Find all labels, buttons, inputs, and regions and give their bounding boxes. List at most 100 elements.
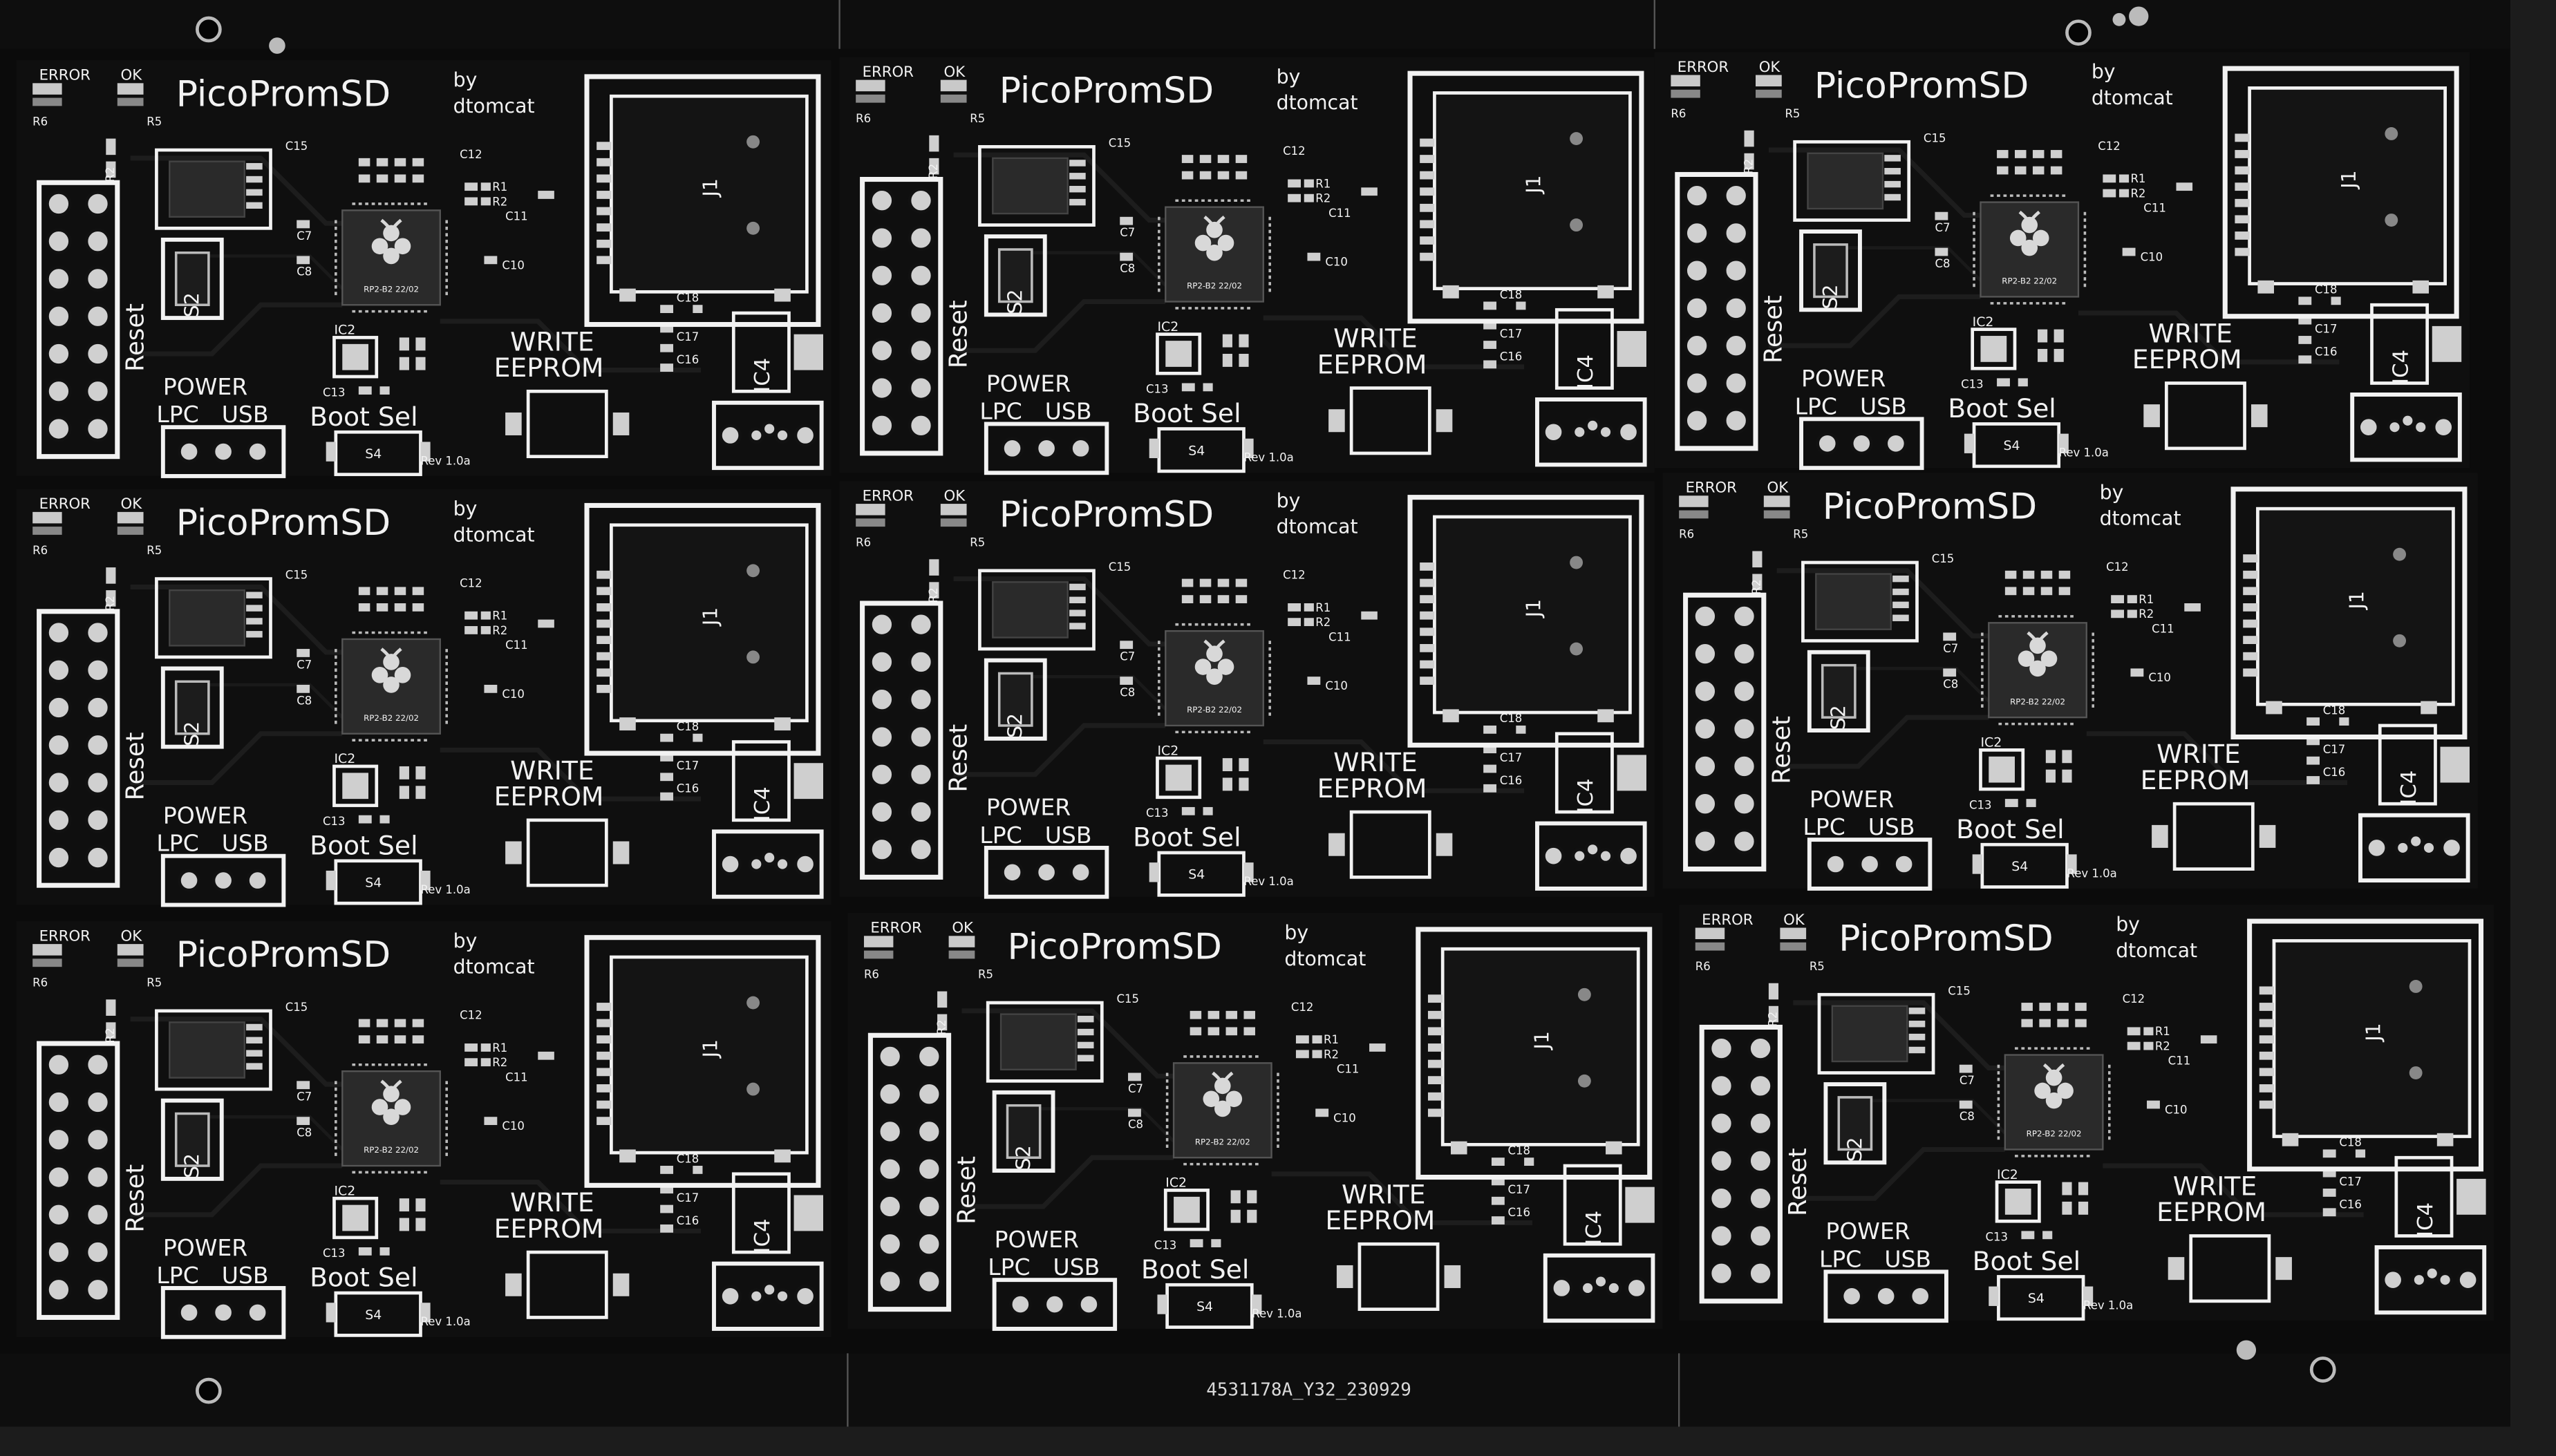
silk-mcu-marking: RP2-B2 22/02 bbox=[2010, 697, 2065, 706]
silk-lpc: LPC bbox=[1803, 813, 1845, 840]
silk-reset: Reset bbox=[945, 300, 973, 368]
silk-c16: C16 bbox=[1500, 350, 1523, 363]
silk-c12: C12 bbox=[1283, 144, 1306, 158]
silk-usb: USB bbox=[222, 401, 269, 428]
silk-reset: Reset bbox=[122, 303, 150, 372]
silk-c18: C18 bbox=[677, 1152, 699, 1165]
silk-title: PicoPromSD bbox=[176, 502, 391, 544]
silk-title: PicoPromSD bbox=[176, 934, 391, 976]
silk-c18: C18 bbox=[2339, 1136, 2362, 1149]
silk-ic2: IC2 bbox=[334, 751, 355, 766]
silk-c15: C15 bbox=[1117, 992, 1140, 1005]
silk-c16: C16 bbox=[2339, 1198, 2362, 1211]
silk-power: POWER bbox=[986, 794, 1071, 821]
silk-rev: Rev 1.0a bbox=[2083, 1299, 2133, 1312]
silk-title: PicoPromSD bbox=[999, 70, 1214, 112]
silk-c13: C13 bbox=[1986, 1231, 2009, 1244]
silk-power: POWER bbox=[163, 802, 247, 829]
silk-r1: R1 bbox=[2155, 1025, 2170, 1038]
silk-c18: C18 bbox=[677, 720, 699, 733]
silk-c8: C8 bbox=[1120, 262, 1135, 275]
silk-c11: C11 bbox=[505, 210, 528, 223]
silk-by: by bbox=[453, 68, 478, 91]
silk-c13: C13 bbox=[1961, 378, 1984, 391]
silk-ic4: IC4 bbox=[1574, 778, 1598, 813]
silk-usb: USB bbox=[1053, 1254, 1100, 1280]
silk-c8: C8 bbox=[1943, 678, 1958, 691]
silk-c15: C15 bbox=[1109, 136, 1131, 149]
silk-ok: OK bbox=[944, 487, 966, 504]
silk-author: dtomcat bbox=[1284, 947, 1366, 970]
silk-c7: C7 bbox=[297, 229, 312, 243]
silk-r2: R2 bbox=[492, 1056, 507, 1069]
silk-ic2: IC2 bbox=[1973, 314, 1994, 330]
silk-r2: R2 bbox=[1315, 616, 1331, 629]
silk-c12: C12 bbox=[460, 1009, 482, 1022]
silk-r2: R2 bbox=[927, 164, 940, 179]
silk-rev: Rev 1.0a bbox=[1252, 1307, 1302, 1320]
silk-c10: C10 bbox=[1325, 256, 1348, 269]
silk-eeprom: EEPROM bbox=[494, 1213, 604, 1244]
silk-c8: C8 bbox=[297, 1126, 312, 1140]
silk-eeprom: EEPROM bbox=[1317, 773, 1427, 804]
silk-c17: C17 bbox=[1500, 751, 1523, 764]
silk-c17: C17 bbox=[677, 1191, 699, 1204]
silk-author: dtomcat bbox=[453, 95, 535, 117]
silk-power: POWER bbox=[1801, 365, 1886, 392]
silk-c7: C7 bbox=[297, 1090, 312, 1104]
silk-c18: C18 bbox=[1508, 1144, 1531, 1157]
silk-error: ERROR bbox=[870, 920, 922, 937]
silk-boot-sel: Boot Sel bbox=[310, 401, 417, 432]
silk-r2: R2 bbox=[1767, 1012, 1780, 1027]
silk-c11: C11 bbox=[505, 639, 528, 652]
silk-r6: R6 bbox=[32, 544, 48, 557]
silk-s2: S2 bbox=[1819, 284, 1842, 309]
silk-j1: J1 bbox=[1523, 599, 1545, 618]
silk-write: WRITE bbox=[510, 1187, 594, 1218]
silk-write: WRITE bbox=[2148, 318, 2233, 348]
silk-r1: R1 bbox=[1315, 601, 1331, 614]
silk-ic4: IC4 bbox=[2389, 350, 2413, 384]
silk-s2: S2 bbox=[181, 1153, 204, 1178]
silk-s2: S2 bbox=[181, 292, 204, 317]
silk-c13: C13 bbox=[323, 1247, 346, 1260]
silk-boot-sel: Boot Sel bbox=[1956, 814, 2064, 844]
silk-r2: R2 bbox=[492, 624, 507, 637]
silk-c13: C13 bbox=[1146, 383, 1169, 396]
silk-by: by bbox=[1277, 489, 1301, 512]
silk-r2: R2 bbox=[1324, 1048, 1339, 1061]
silk-c16: C16 bbox=[1500, 774, 1523, 787]
silk-c17: C17 bbox=[2315, 322, 2338, 335]
silk-j1: J1 bbox=[699, 178, 722, 198]
silk-c16: C16 bbox=[677, 353, 699, 366]
silk-r6: R6 bbox=[856, 112, 871, 125]
silk-r6: R6 bbox=[856, 536, 871, 549]
silk-r1: R1 bbox=[492, 609, 507, 623]
silk-s4: S4 bbox=[2028, 1291, 2045, 1306]
silk-r6: R6 bbox=[1695, 960, 1711, 973]
silk-rev: Rev 1.0a bbox=[2067, 867, 2116, 880]
silk-ok: OK bbox=[1759, 59, 1781, 76]
silk-c10: C10 bbox=[502, 688, 525, 701]
silk-s2: S2 bbox=[1843, 1137, 1866, 1162]
silk-error: ERROR bbox=[39, 67, 91, 84]
silk-rev: Rev 1.0a bbox=[420, 883, 470, 896]
silk-c16: C16 bbox=[677, 782, 699, 795]
silk-c16: C16 bbox=[2323, 766, 2346, 779]
silk-usb: USB bbox=[1860, 393, 1907, 419]
silk-c15: C15 bbox=[1932, 552, 1955, 565]
silk-lpc: LPC bbox=[156, 830, 198, 857]
silk-usb: USB bbox=[1884, 1245, 1931, 1272]
silk-write: WRITE bbox=[2156, 739, 2241, 769]
silk-mcu-marking: RP2-B2 22/02 bbox=[364, 713, 419, 723]
silk-c12: C12 bbox=[460, 576, 482, 589]
silk-usb: USB bbox=[222, 830, 269, 857]
silk-mcu-marking: RP2-B2 22/02 bbox=[364, 1145, 419, 1155]
silk-power: POWER bbox=[995, 1226, 1079, 1253]
silk-c11: C11 bbox=[505, 1070, 528, 1084]
silk-c12: C12 bbox=[1291, 1001, 1314, 1014]
